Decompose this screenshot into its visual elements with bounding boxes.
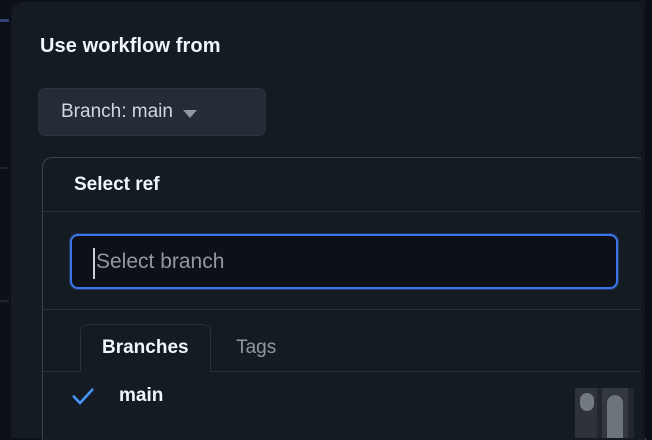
scrollbar-gap bbox=[597, 388, 602, 438]
tab-tags-label: Tags bbox=[236, 337, 277, 358]
select-ref-title: Select ref bbox=[74, 173, 160, 195]
branch-select-button[interactable]: Branch: main bbox=[38, 88, 266, 136]
branch-select-button-label: Branch: main bbox=[61, 101, 173, 122]
chevron-down-icon bbox=[182, 109, 197, 118]
ref-type-tabs: Branches Tags bbox=[43, 324, 645, 372]
tab-tags[interactable]: Tags bbox=[215, 324, 297, 372]
tabs-underline bbox=[43, 371, 645, 372]
tab-branches[interactable]: Branches bbox=[80, 324, 211, 372]
list-item[interactable]: main bbox=[43, 372, 645, 420]
gutter-divider-bottom bbox=[0, 300, 9, 302]
page-right-gutter bbox=[645, 0, 652, 438]
list-item-label: main bbox=[119, 385, 164, 406]
page-left-gutter bbox=[0, 0, 11, 438]
gutter-accent-marker bbox=[0, 19, 9, 22]
branch-list: main bbox=[43, 372, 645, 420]
select-ref-search-row: Select branch bbox=[43, 212, 645, 310]
branch-search-input[interactable]: Select branch bbox=[70, 234, 618, 289]
workflow-dispatch-dialog: Use workflow from Branch: main Select re… bbox=[11, 2, 646, 440]
select-ref-header: Select ref bbox=[43, 158, 645, 212]
tab-branches-label: Branches bbox=[102, 337, 189, 358]
check-icon bbox=[72, 388, 94, 405]
text-cursor bbox=[93, 248, 95, 279]
page-scrollbar-thumb[interactable] bbox=[607, 395, 623, 438]
section-heading: Use workflow from bbox=[40, 35, 221, 57]
branch-search-placeholder: Select branch bbox=[96, 249, 225, 273]
dialog-right-shadow bbox=[641, 0, 645, 438]
branch-list-scrollbar-thumb[interactable] bbox=[580, 393, 594, 411]
scrollbar-outer-gap bbox=[628, 388, 634, 438]
gutter-divider-top bbox=[0, 167, 9, 169]
select-ref-panel: Select ref Select branch Branches Tags bbox=[42, 157, 646, 440]
